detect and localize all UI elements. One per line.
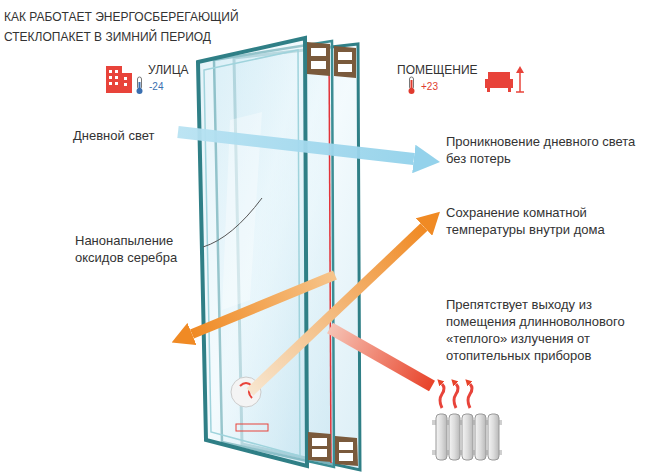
building-icon [120, 73, 132, 93]
building-icon [115, 82, 118, 85]
lamp-icon [516, 66, 524, 92]
coating-label: Нанонапыление оксидов серебра [75, 232, 200, 266]
temperature-value: +23 [421, 80, 438, 93]
sofa-icon [485, 79, 513, 88]
glass-panes [198, 38, 307, 466]
radiator [488, 414, 499, 460]
heat-waves [440, 384, 472, 408]
thermometer-icon [409, 77, 415, 94]
heat-arrow [250, 227, 424, 392]
effect-note: Сохранение комнатной температуры внутри … [446, 204, 636, 238]
thermometer-icon [409, 88, 415, 94]
spacer-frame [335, 436, 358, 466]
radiator [462, 414, 473, 460]
glass-panes [204, 50, 300, 456]
building-icon [106, 66, 122, 93]
effect-note: Проникновение дневного света без потерь [446, 133, 636, 167]
sofa-icon [487, 88, 490, 92]
sofa-icon [508, 88, 511, 92]
heat-waves [468, 384, 472, 408]
spacer-frame [338, 64, 352, 72]
radiator [475, 414, 486, 460]
street-label: УЛИЦА [148, 62, 189, 78]
lamp-icon [519, 70, 521, 92]
radiator [436, 414, 447, 460]
glass-panes [198, 38, 360, 470]
spacer-frame [307, 42, 358, 466]
building-icon [109, 76, 112, 79]
leader-line [203, 198, 262, 247]
spacer-frame [339, 442, 353, 450]
thermometer-icon [137, 77, 143, 94]
heat-waves [454, 384, 458, 408]
building-icon [109, 82, 112, 85]
spacer-frame [308, 432, 331, 462]
building-icon [115, 76, 118, 79]
spacer-frame [338, 52, 352, 60]
spacer-frame [312, 449, 327, 457]
lamp-icon [516, 91, 524, 93]
spacer-frame [339, 453, 353, 461]
building-icon [124, 77, 127, 80]
building-icon [106, 66, 132, 93]
thermometer-icon [138, 77, 142, 89]
building-icon [109, 70, 112, 73]
radiator [432, 414, 502, 460]
effect-note: Препятствует выходу из помещения длиннов… [446, 296, 642, 364]
glass-panes [329, 45, 331, 463]
spacer-frame [312, 438, 327, 446]
room-label: ПОМЕЩЕНИЕ [397, 62, 478, 78]
spacer-frame [311, 61, 326, 69]
heat-radiation-arrow [330, 328, 432, 386]
spacer-frame [334, 46, 356, 78]
building-icon [115, 70, 118, 73]
heat-waves [440, 384, 444, 408]
thermometer-icon [137, 88, 143, 94]
radiator [449, 414, 460, 460]
temperature-value: -24 [149, 80, 163, 93]
sofa-icon [485, 72, 513, 92]
thermometer-icon [410, 77, 414, 89]
lamp-icon [516, 66, 524, 73]
title: КАК РАБОТАЕТ ЭНЕРГОСБЕРЕГАЮЩИЙ СТЕКЛОПАК… [4, 7, 254, 47]
daylight-label: Дневной свет [73, 127, 154, 144]
spacer-frame [311, 48, 326, 56]
sticker [236, 424, 268, 431]
daylight-arrow [178, 132, 414, 159]
spacer-frame [307, 42, 330, 76]
building-icon [124, 83, 127, 86]
